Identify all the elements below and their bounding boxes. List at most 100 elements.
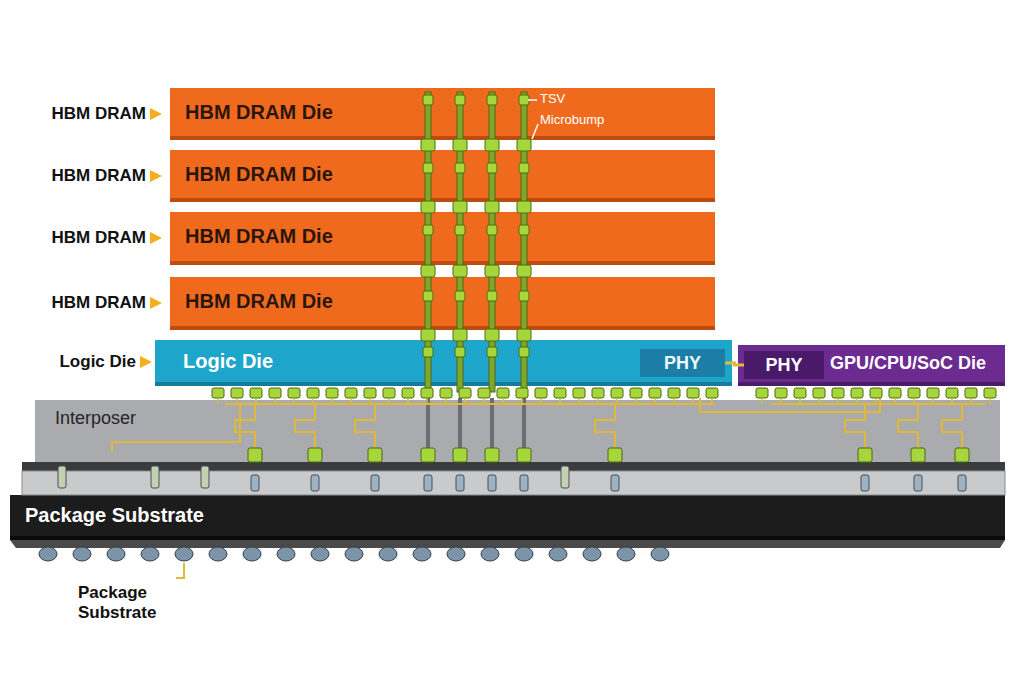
c4-peg [151, 466, 159, 488]
bump-stem [255, 398, 257, 404]
microbump [485, 329, 499, 341]
bump-stem [293, 398, 295, 404]
bump-stem [673, 398, 675, 404]
bump-stem [932, 398, 934, 404]
bump-stem [837, 398, 839, 404]
microbump [423, 291, 433, 301]
c4-bump [308, 448, 322, 462]
microbump [423, 163, 433, 173]
bump-stem [559, 398, 561, 404]
microbump [908, 388, 920, 398]
bump-stem [236, 398, 238, 404]
microbump [889, 388, 901, 398]
interposer-wire [225, 403, 715, 405]
bump-stem [369, 398, 371, 404]
microbump [453, 329, 467, 341]
microbump [423, 225, 433, 235]
microbump [440, 388, 452, 398]
c4-peg [611, 475, 619, 491]
c4-peg [861, 475, 869, 491]
microbump [250, 388, 262, 398]
microbump [487, 291, 497, 301]
interposer-wire [942, 404, 962, 448]
microbump [212, 388, 224, 398]
leader-line [528, 99, 537, 101]
microbump [459, 388, 471, 398]
callout-label: Microbump [540, 112, 640, 128]
bump-stem [913, 398, 915, 404]
solder-ball [549, 547, 567, 561]
part-label: Logic Die [183, 350, 273, 373]
microbump [756, 388, 768, 398]
c4-bump [368, 448, 382, 462]
c4-bump [453, 448, 467, 462]
solder-ball [311, 547, 329, 561]
microbump [421, 201, 435, 213]
leader-line [176, 563, 184, 578]
microbump [517, 329, 531, 341]
solder-ball [175, 547, 193, 561]
microbump [455, 225, 465, 235]
bump-stem [970, 398, 972, 404]
microbump [455, 291, 465, 301]
microbump [487, 163, 497, 173]
bump-stem [578, 398, 580, 404]
callout-label: Package Substrate [78, 583, 174, 624]
interposer-wire [595, 404, 615, 448]
microbump [383, 388, 395, 398]
solder-ball [413, 547, 431, 561]
dram-die: HBM DRAM Die [170, 150, 715, 202]
c4-bump [421, 448, 435, 462]
microbump [611, 388, 623, 398]
bump-stem [711, 398, 713, 404]
bump-stem [597, 398, 599, 404]
bump-stem [217, 398, 219, 404]
microbump [455, 347, 465, 357]
part-label: HBM DRAM Die [185, 225, 333, 248]
interposer-wire [770, 403, 985, 405]
bump-stem [761, 398, 763, 404]
microbump [870, 388, 882, 398]
microbump [423, 347, 433, 357]
leader-line [532, 124, 538, 139]
part-label: PHY [664, 353, 701, 374]
microbump [487, 347, 497, 357]
c4-bump [248, 448, 262, 462]
bump-stem [635, 398, 637, 404]
microbump [497, 388, 509, 398]
microbump [423, 95, 433, 105]
layer-label: Logic Die [10, 352, 136, 372]
callout-label: TSV [540, 91, 600, 107]
microbump [402, 388, 414, 398]
dram-die: HBM DRAM Die [170, 212, 715, 265]
microbump [519, 163, 529, 173]
microbump [965, 388, 977, 398]
interposer-base [22, 462, 1005, 471]
c4-bump [955, 448, 969, 462]
interposer-wire [235, 404, 255, 448]
microbump [813, 388, 825, 398]
microbump [519, 347, 529, 357]
c4-bump [608, 448, 622, 462]
part-label: HBM DRAM Die [185, 163, 333, 186]
bump-stem [331, 398, 333, 404]
microbump [592, 388, 604, 398]
layer-label: HBM DRAM [10, 166, 146, 186]
bump-stem [274, 398, 276, 404]
microbump [649, 388, 661, 398]
interposer-wire [355, 404, 375, 448]
interposer-band: Interposer [35, 400, 1000, 462]
tsv [458, 398, 462, 448]
layer-label: HBM DRAM [10, 104, 146, 124]
phy-link [725, 363, 744, 365]
bump-stem [692, 398, 694, 404]
bump-stem [464, 398, 466, 404]
pointer-arrow [150, 232, 162, 244]
solder-ball [515, 547, 533, 561]
solder-ball [209, 547, 227, 561]
c4-peg [914, 475, 922, 491]
microbump [927, 388, 939, 398]
bump-stem [875, 398, 877, 404]
microbump [519, 95, 529, 105]
